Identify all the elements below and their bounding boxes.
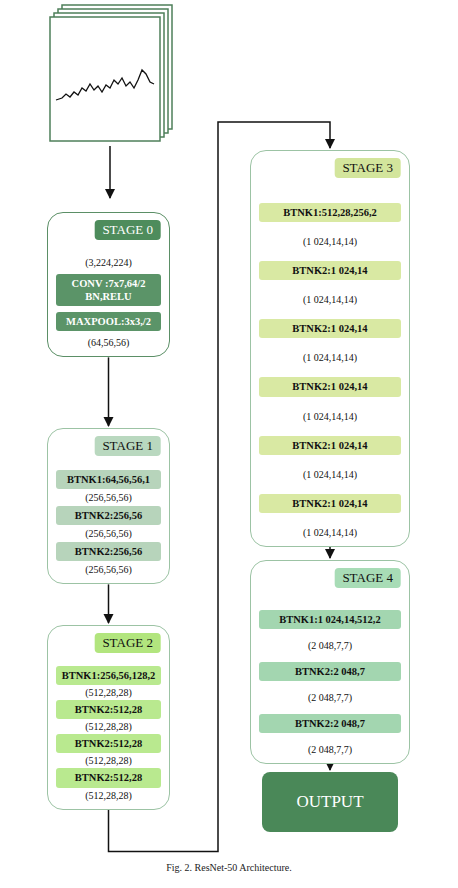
- dimension-label: (2 048,7,7): [308, 692, 352, 703]
- price-curve: [56, 70, 154, 100]
- stage-box: STAGE 4 BTNK1:1 024,14,512,2 (2 048,7,7) BT…: [250, 560, 410, 764]
- block-text: BTNK2:256,56: [60, 509, 157, 522]
- block-text: BTNK1:64,56,56,1: [60, 473, 157, 486]
- block-text: BTNK2:1 024,14: [263, 439, 397, 452]
- dimension-label: (256,56,56): [85, 564, 132, 575]
- block-text: CONV :7x7,64/2 BN,RELU: [60, 277, 157, 303]
- block-text: BTNK2:256,56: [60, 545, 157, 558]
- dimension-label: (1 024,14,14): [303, 411, 357, 422]
- dimension-label: (256,56,56): [85, 492, 132, 503]
- stage-box: STAGE 3 BTNK1:512,28,256,2 (1 024,14,14) BT…: [250, 150, 410, 547]
- block-box: BTNK1:64,56,56,1: [56, 470, 161, 489]
- block-text: BTNK1:256,56,128,2: [60, 669, 157, 682]
- block-text: BTNK2:1 024,14: [263, 322, 397, 335]
- stage-box: STAGE 0 (3,224,224) CONV :7x7,64/2 BN,RELU…: [47, 212, 170, 357]
- stage-heading: STAGE 4: [334, 568, 401, 588]
- block-box: BTNK2:1 024,14: [259, 436, 401, 455]
- dimension-label: (1 024,14,14): [303, 352, 357, 363]
- dimension-label: (1 024,14,14): [303, 294, 357, 305]
- stage-box: STAGE 1 BTNK1:64,56,56,1 (256,56,56) BTNK2:…: [47, 428, 170, 584]
- output-box: OUTPUT: [262, 772, 398, 832]
- dimension-label: (512,28,28): [85, 790, 132, 801]
- block-text: BTNK1:512,28,256,2: [263, 206, 397, 219]
- flow-arrow: [108, 584, 110, 623]
- block-box: BTNK2:512,28: [56, 700, 161, 719]
- block-text: BTNK2:1 024,14: [263, 380, 397, 393]
- dimension-label: (64,56,56): [88, 337, 130, 348]
- stage-heading: STAGE 0: [94, 220, 161, 240]
- dimension-label: (2 048,7,7): [308, 640, 352, 651]
- block-box: BTNK2:1 024,14: [259, 377, 401, 396]
- dimension-label: (1 024,14,14): [303, 527, 357, 538]
- stage-heading: STAGE 2: [94, 633, 161, 653]
- figure-caption: Fig. 2. ResNet-50 Architecture.: [0, 862, 458, 873]
- block-box: BTNK2:1 024,14: [259, 261, 401, 280]
- dimension-label: (1 024,14,14): [303, 469, 357, 480]
- output-text: OUTPUT: [296, 792, 363, 812]
- dimension-label: (512,28,28): [85, 687, 132, 698]
- flow-arrow: [329, 764, 331, 770]
- stage-heading: STAGE 1: [94, 436, 161, 456]
- block-box: BTNK1:1 024,14,512,2: [259, 610, 401, 629]
- dimension-label: (2 048,7,7): [308, 744, 352, 755]
- flow-arrow: [108, 357, 110, 426]
- block-text: BTNK2:2 048,7: [263, 717, 397, 730]
- block-box: BTNK2:512,28: [56, 768, 161, 787]
- input-sheet: [50, 17, 160, 141]
- block-text: BTNK1:1 024,14,512,2: [263, 613, 397, 626]
- dimension-label: (512,28,28): [85, 721, 132, 732]
- dimension-label: (1 024,14,14): [303, 236, 357, 247]
- block-box: BTNK2:2 048,7: [259, 662, 401, 681]
- block-box: BTNK1:512,28,256,2: [259, 203, 401, 222]
- block-box: BTNK2:1 024,14: [259, 494, 401, 513]
- dimension-label: (256,56,56): [85, 528, 132, 539]
- block-text: BTNK2:1 024,14: [263, 497, 397, 510]
- block-text: BTNK2:2 048,7: [263, 665, 397, 678]
- block-text: MAXPOOL:3x3,/2: [60, 315, 157, 328]
- block-text: BTNK2:1 024,14: [263, 264, 397, 277]
- block-box: BTNK2:1 024,14: [259, 319, 401, 338]
- stage-box: STAGE 2 BTNK1:256,56,128,2 (512,28,28) BTNK…: [47, 625, 170, 810]
- dimension-label: (512,28,28): [85, 755, 132, 766]
- block-box: CONV :7x7,64/2 BN,RELU: [56, 274, 161, 306]
- flow-arrow: [329, 547, 331, 558]
- block-box: BTNK2:512,28: [56, 734, 161, 753]
- block-text: BTNK2:512,28: [60, 737, 157, 750]
- block-box: BTNK2:256,56: [56, 542, 161, 561]
- block-box: BTNK2:2 048,7: [259, 714, 401, 733]
- stage-heading: STAGE 3: [334, 158, 401, 178]
- dimension-label: (3,224,224): [85, 257, 132, 268]
- block-text: BTNK2:512,28: [60, 771, 157, 784]
- block-box: BTNK1:256,56,128,2: [56, 666, 161, 685]
- block-text: BTNK2:512,28: [60, 703, 157, 716]
- input-arrow: [109, 146, 111, 198]
- block-box: MAXPOOL:3x3,/2: [56, 312, 161, 331]
- block-box: BTNK2:256,56: [56, 506, 161, 525]
